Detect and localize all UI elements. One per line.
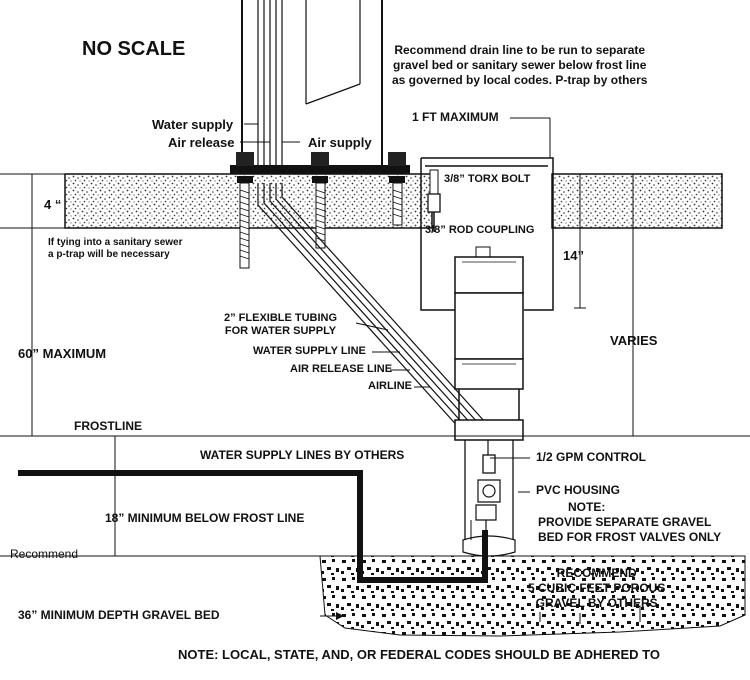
frost-note-line-3: BED FOR FROST VALVES ONLY [538,530,722,544]
drain-note-line-3: as governed by local codes. P-trap by ot… [392,73,648,87]
pvc-housing-label: PVC HOUSING [536,483,621,497]
air-supply-label: Air supply [308,135,372,150]
recommend-label: Recommend [10,547,79,561]
flexible-tubing [257,0,495,441]
frost-valve [470,440,501,540]
dimension-lines [26,117,634,556]
drain-note-line-1: Recommend drain line to be run to separa… [394,43,646,57]
one-ft-max-label: 1 FT MAXIMUM [412,110,499,124]
reference-lines [0,435,750,557]
water-supply-pipe [18,470,488,583]
gravel-note-line-3: GRAVEL BY OTHERS [535,596,658,610]
gpm-control-label: 1/2 GPM CONTROL [536,450,647,464]
building-wall [241,0,383,174]
gravel-note-line-1: RECOMMEND [556,566,637,580]
frost-note-line-1: NOTE: [568,500,606,514]
frost-valve-gravel-note: NOTE: PROVIDE SEPARATE GRAVEL BED FOR FR… [538,500,721,545]
p-trap-line-1: If tying into a sanitary sewer [48,237,183,248]
flex-tubing-line-2: FOR WATER SUPPLY [224,325,337,337]
p-trap-note: If tying into a sanitary sewer a p-trap … [48,237,182,261]
flex-tubing-line-1: 2” FLEXIBLE TUBING [224,312,338,324]
air-release-label: Air release [168,135,235,150]
torx-bolt-label: 3/8” TORX BOLT [444,173,531,185]
gravel-note-line-2: 5 CUBIC FEET POROUS [528,581,666,595]
pvc-housing [454,256,524,557]
thirty-six-inch-min-label: 36” MINIMUM DEPTH GRAVEL BED [18,608,220,622]
water-supply-label: Water supply [152,117,234,132]
water-supply-line-label: WATER SUPPLY LINE [253,345,366,357]
p-trap-line-2: a p-trap will be necessary [48,249,170,260]
flexible-tubing-label: 2” FLEXIBLE TUBING FOR WATER SUPPLY [224,312,337,338]
airline-label: AIRLINE [368,380,412,392]
frost-note-line-2: PROVIDE SEPARATE GRAVEL [538,515,712,529]
supply-lines-by-others-label: WATER SUPPLY LINES BY OTHERS [200,448,405,462]
rod-coupling-label: 3/8” ROD COUPLING [425,224,535,236]
leader-lines [240,123,641,624]
four-inch-label: 4 “ [44,197,62,212]
sixty-inch-max-label: 60” MAXIMUM [18,346,107,361]
air-release-line-label: AIR RELEASE LINE [290,363,393,375]
varies-label: VARIES [610,333,658,348]
gravel-recommend-note: RECOMMEND 5 CUBIC FEET POROUS GRAVEL BY … [528,566,665,611]
frostline-label: FROSTLINE [74,419,142,433]
drain-note-line-2: gravel bed or sanitary sewer below frost… [393,58,647,72]
drain-line-note: Recommend drain line to be run to separa… [392,43,647,88]
concrete-slab [0,173,723,229]
gravel-bed [319,555,746,637]
eighteen-inch-min-label: 18” MINIMUM BELOW FROST LINE [105,511,305,525]
mounting-assembly [230,152,410,269]
fourteen-inch-label: 14” [563,248,584,263]
codes-note: NOTE: LOCAL, STATE, AND, OR FEDERAL CODE… [178,647,660,662]
pit-box [420,157,554,311]
no-scale-note: NO SCALE [82,38,186,60]
